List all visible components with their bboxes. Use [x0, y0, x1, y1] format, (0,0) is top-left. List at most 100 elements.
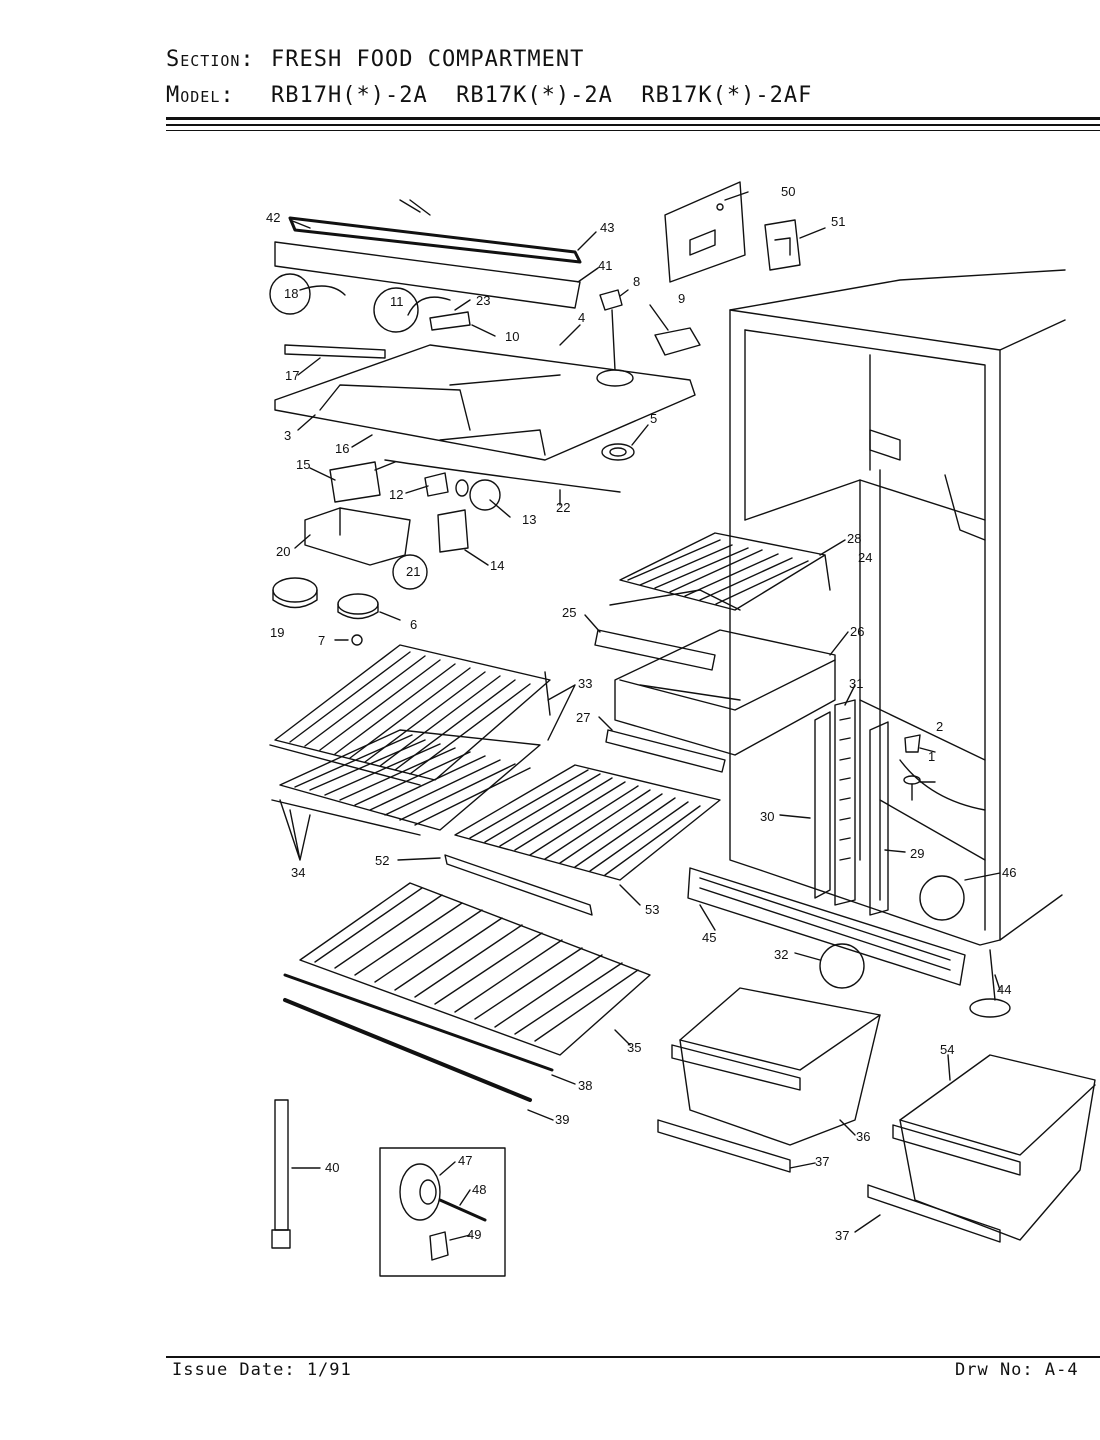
part-wire-shelf-53 — [444, 764, 721, 916]
callout-label: 8 — [633, 274, 640, 289]
callout-label: 46 — [1002, 865, 1016, 880]
callout-label: 31 — [849, 676, 863, 691]
callout-label: 12 — [389, 487, 403, 502]
part-bracket-50 — [664, 181, 746, 283]
part-sensor-8 — [599, 289, 623, 371]
callout-label: 36 — [856, 1129, 870, 1144]
part-crisper-36 — [671, 987, 881, 1146]
callout-label: 17 — [285, 368, 299, 383]
callout-label: 18 — [284, 286, 298, 301]
callout-label: 34 — [291, 865, 305, 880]
part-cover-9 — [654, 327, 701, 356]
callout-label: 44 — [997, 982, 1011, 997]
section-title: FRESH FOOD COMPARTMENT — [271, 47, 585, 72]
callout-label: 22 — [556, 500, 570, 515]
part-switch-14 — [437, 509, 469, 553]
callout-label: 49 — [467, 1227, 481, 1242]
header-rule — [166, 117, 1100, 120]
callout-label: 37 — [835, 1228, 849, 1243]
callout-label: 51 — [831, 214, 845, 229]
callout-label: 9 — [678, 291, 685, 306]
header-rule — [166, 130, 1100, 131]
callout-label: 54 — [940, 1042, 954, 1057]
part-tube-40 — [271, 1099, 291, 1249]
section-label: Section: — [166, 47, 255, 72]
part-washer-7 — [351, 634, 363, 646]
drawing-number: Drw No: A-4 — [955, 1360, 1079, 1380]
callout-label: 35 — [627, 1040, 641, 1055]
callout-label: 19 — [270, 625, 284, 640]
part-wire-shelf-33b — [271, 729, 541, 836]
callout-label: 45 — [702, 930, 716, 945]
part-pilaster — [814, 699, 889, 916]
part-slide-37 — [657, 1119, 791, 1173]
callout-label: 1 — [928, 749, 935, 764]
callout-label: 38 — [578, 1078, 592, 1093]
leader-lines — [279, 191, 1001, 1241]
part-stop-2 — [904, 734, 921, 753]
model-label: Model: — [166, 83, 235, 108]
issue-date: Issue Date: 1/91 — [172, 1360, 352, 1380]
inset-detail-box — [379, 1147, 506, 1277]
callout-label: 52 — [375, 853, 389, 868]
callout-label: 26 — [850, 624, 864, 639]
callout-label: 53 — [645, 902, 659, 917]
callout-label: 50 — [781, 184, 795, 199]
part-control-15 — [329, 461, 396, 503]
model-line: Model:RB17H(*)-2A RB17K(*)-2A RB17K(*)-2… — [166, 83, 812, 108]
header-rule — [166, 124, 1100, 126]
callout-label: 39 — [555, 1112, 569, 1127]
callout-label: 21 — [406, 564, 420, 579]
callout-label: 10 — [505, 329, 519, 344]
part-wire-22 — [384, 459, 621, 493]
callout-label: 14 — [490, 558, 504, 573]
callout-label: 15 — [296, 457, 310, 472]
part-knob-6 — [337, 593, 379, 620]
callout-label: 29 — [910, 846, 924, 861]
detail-circle-46 — [919, 875, 965, 921]
callout-label: 48 — [472, 1182, 486, 1197]
callout-label: 25 — [562, 605, 576, 620]
part-control-housing — [274, 344, 696, 461]
part-clip-51 — [764, 219, 801, 271]
detail-circle-32 — [819, 943, 865, 989]
callout-label: 28 — [847, 531, 861, 546]
footer-rule — [166, 1356, 1100, 1358]
part-slide-37b — [867, 1184, 1001, 1243]
part-crisper-cover-25 — [594, 629, 716, 671]
callout-label: 24 — [858, 550, 872, 565]
callout-label: 20 — [276, 544, 290, 559]
connector-arrow — [299, 285, 346, 296]
detail-circle-21 — [392, 554, 428, 590]
part-small-bracket-17 — [284, 344, 386, 359]
detail-circle-11 — [373, 287, 419, 333]
callout-label: 6 — [410, 617, 417, 632]
callout-label: 47 — [458, 1153, 472, 1168]
callout-label: 13 — [522, 512, 536, 527]
part-box-20 — [304, 507, 411, 566]
part-roller-47 — [399, 1163, 441, 1221]
callout-label: 33 — [578, 676, 592, 691]
callout-label: 7 — [318, 633, 325, 648]
part-knob-5 — [601, 443, 635, 461]
callout-label: 3 — [284, 428, 291, 443]
callout-labels: 1 2 3 4 5 6 7 8 9 10 11 12 13 14 15 16 1… — [266, 184, 1016, 1243]
part-cover-27 — [605, 729, 726, 773]
part-light-shield — [274, 199, 582, 309]
callout-label: 23 — [476, 293, 490, 308]
part-clip-10 — [429, 311, 471, 331]
part-knob-19 — [272, 577, 318, 609]
part-leveler-44 — [969, 949, 1011, 1018]
part-crisper-54 — [892, 1054, 1096, 1241]
cabinet-liner — [729, 269, 1066, 946]
part-axle-48 — [438, 1198, 487, 1222]
part-bulb-13 — [455, 479, 501, 511]
section-line: Section: FRESH FOOD COMPARTMENT — [166, 47, 584, 72]
callout-label: 42 — [266, 210, 280, 225]
part-glass-shelf-35 — [299, 882, 651, 1056]
callout-label: 32 — [774, 947, 788, 962]
part-socket-12 — [424, 472, 449, 497]
part-toe-grille-45 — [687, 867, 966, 986]
callout-label: 43 — [600, 220, 614, 235]
